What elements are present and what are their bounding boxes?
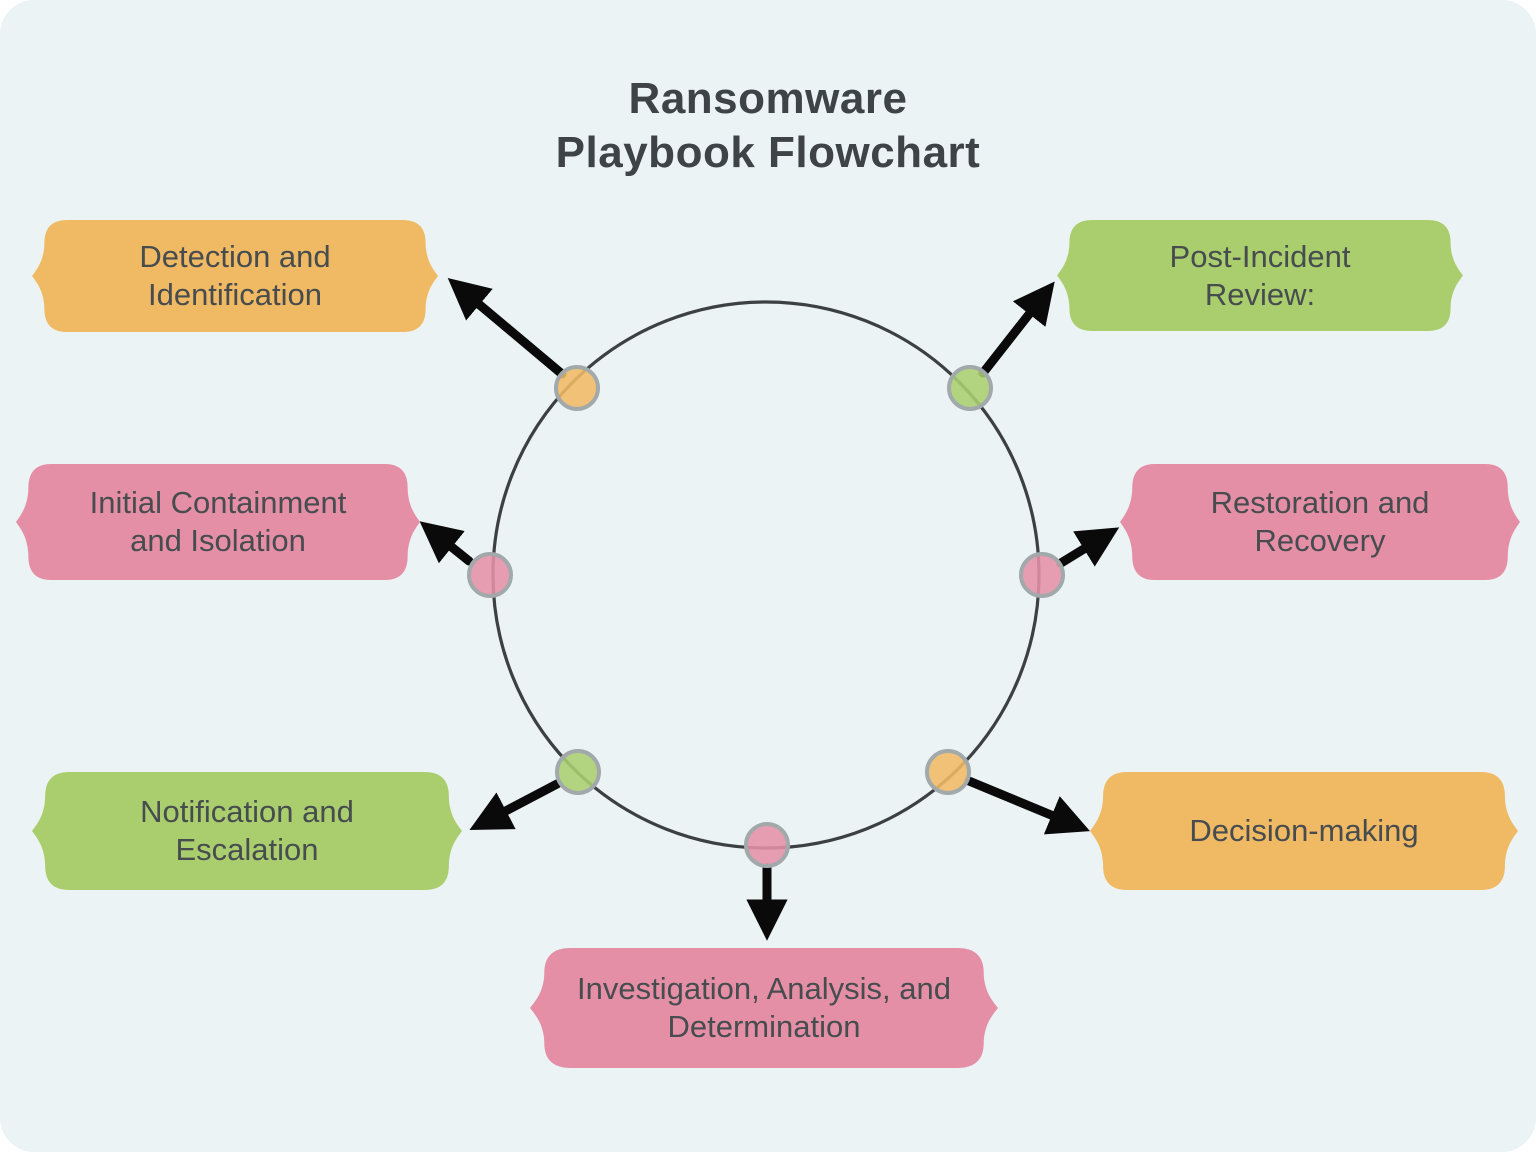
step-box-detection: Detection and Identification	[32, 220, 438, 332]
step-box-shape	[1120, 464, 1520, 580]
step-label-post-incident: Post-Incident Review:	[1169, 238, 1351, 312]
page-title-line1: Ransomware	[628, 74, 908, 123]
step-box-shape	[530, 948, 998, 1068]
step-box-shape	[1090, 772, 1518, 890]
step-box-investigation: Investigation, Analysis, and Determinati…	[530, 948, 998, 1068]
step-label-restoration: Restoration and Recovery	[1210, 485, 1430, 558]
node-dot-initial-containment	[467, 552, 513, 598]
node-dot-notification	[555, 749, 601, 795]
step-box-shape	[32, 220, 438, 332]
step-box-post-incident: Post-Incident Review:	[1057, 220, 1463, 331]
arrow-post-incident	[978, 281, 1055, 378]
step-box-shape	[16, 464, 420, 580]
step-box-initial-containment: Initial Containment and Isolation	[16, 464, 420, 580]
step-box-notification: Notification and Escalation	[32, 772, 462, 890]
step-label-notification: Notification and Escalation	[140, 794, 354, 867]
step-box-decision-making: Decision-making	[1090, 772, 1518, 890]
arrow-restoration	[1056, 527, 1120, 568]
step-label-decision-making: Decision-making	[1189, 813, 1419, 849]
node-dot-restoration	[1019, 552, 1065, 598]
step-box-restoration: Restoration and Recovery	[1120, 464, 1520, 580]
step-box-shape	[32, 772, 462, 890]
node-dot-detection	[554, 365, 600, 411]
page-title: Ransomware Playbook Flowchart	[0, 72, 1536, 179]
node-dot-decision-making	[925, 749, 971, 795]
node-dot-investigation	[744, 822, 790, 868]
page-title-line2: Playbook Flowchart	[555, 127, 981, 177]
arrow-notification	[469, 779, 562, 831]
step-box-shape	[1057, 220, 1463, 331]
step-label-investigation: Investigation, Analysis, and Determinati…	[577, 971, 951, 1044]
step-label-initial-containment: Initial Containment and Isolation	[89, 485, 347, 558]
arrow-decision-making	[964, 776, 1090, 835]
arrow-initial-containment	[419, 521, 474, 566]
step-label-detection: Detection and Identification	[139, 239, 331, 312]
node-dot-post-incident	[947, 365, 993, 411]
arrow-detection	[447, 278, 567, 379]
